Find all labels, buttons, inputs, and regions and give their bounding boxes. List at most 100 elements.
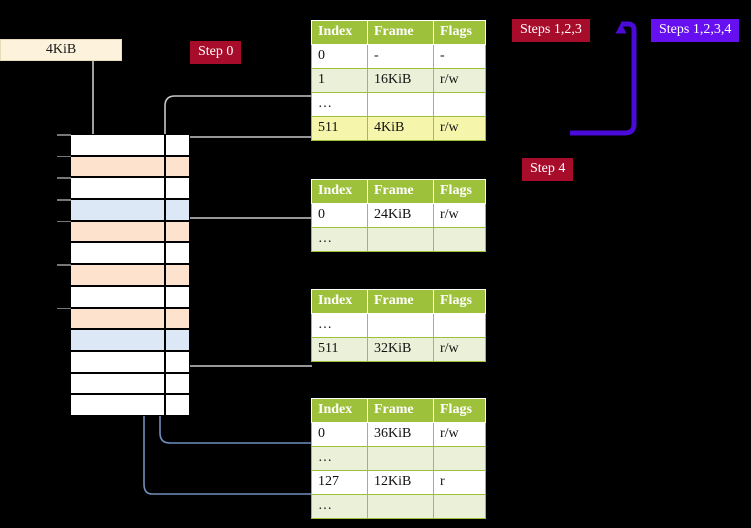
memory-row-0 xyxy=(70,134,190,156)
pml4-table-r1-c2: r/w xyxy=(433,68,486,93)
memory-row-12 xyxy=(70,394,190,416)
memory-row-2 xyxy=(70,177,190,200)
table-pt-th-flags: Flags xyxy=(433,398,486,423)
pml4-table-r0-c1: - xyxy=(367,44,434,69)
memory-row-tick-2 xyxy=(57,177,71,179)
table-pt-th-frame: Frame xyxy=(367,398,434,423)
pd-table-r0-c2 xyxy=(433,313,486,338)
pml4-table-r3-c0: 511 xyxy=(311,116,368,141)
pt-table-r1-c2 xyxy=(433,446,486,471)
pt-table-r0-c1: 36KiB xyxy=(367,422,434,447)
table-pdp-header-row: Index Frame Flags xyxy=(311,179,486,204)
pml4-table-r2-c1 xyxy=(367,92,434,117)
pt-table-r3-c0: … xyxy=(311,494,368,519)
badge-step-0-label: Step 0 xyxy=(198,44,234,59)
table-pd-th-index: Index xyxy=(311,289,368,314)
table-pml4-th-index: Index xyxy=(311,20,368,45)
memory-row-8 xyxy=(70,307,190,330)
pml4-table-r3-c1: 4KiB xyxy=(367,116,434,141)
memory-row-10 xyxy=(70,350,190,373)
pd-table-r1-c0: 511 xyxy=(311,337,368,362)
pdp-table-r1-c0: … xyxy=(311,227,368,252)
pt-table-r3-c1 xyxy=(367,494,434,519)
badge-step-4-label: Step 4 xyxy=(530,161,566,176)
pt-table-r1-c1 xyxy=(367,446,434,471)
memory-row-11 xyxy=(70,372,190,395)
memory-row-4 xyxy=(70,220,190,243)
table-pdp-th-index: Index xyxy=(311,179,368,204)
pt-table-r2-c0: 127 xyxy=(311,470,368,495)
pt-table-r2-c1: 12KiB xyxy=(367,470,434,495)
memory-row-6 xyxy=(70,264,190,286)
badge-steps-123-label: Steps 1,2,3 xyxy=(520,22,582,37)
badge-steps-123: Steps 1,2,3 xyxy=(512,19,590,42)
memory-frame-label: 4KiB xyxy=(45,42,77,57)
table-row: … xyxy=(311,446,486,471)
memory-row-1 xyxy=(70,155,190,178)
table-pt-th-index: Index xyxy=(311,398,368,423)
pt-table-r1-c0: … xyxy=(311,446,368,471)
memory-row-tick-4 xyxy=(57,220,71,223)
table-pd-th-flags: Flags xyxy=(433,289,486,314)
pdp-table-r1-c1 xyxy=(367,227,434,252)
pdp-table-r0-c0: 0 xyxy=(311,203,368,228)
pml4-table-r1-c0: 1 xyxy=(311,68,368,93)
table-row: … xyxy=(311,227,486,252)
badge-step-0: Step 0 xyxy=(190,41,242,64)
table-pdp-th-frame: Frame xyxy=(367,179,434,204)
table-pd-th-frame: Frame xyxy=(367,289,434,314)
pdp-table-r1-c2 xyxy=(433,227,486,252)
pd-table-r0-c1 xyxy=(367,313,434,338)
grid-column-divider xyxy=(164,134,166,416)
pt-table-r3-c2 xyxy=(433,494,486,519)
table-pd-header-row: Index Frame Flags xyxy=(311,289,486,314)
badge-step-4: Step 4 xyxy=(522,158,574,181)
table-pt-header-row: Index Frame Flags xyxy=(311,398,486,423)
pd-table-r1-c1: 32KiB xyxy=(367,337,434,362)
pd-table-r1-c2: r/w xyxy=(433,337,486,362)
badge-steps-1234: Steps 1,2,3,4 xyxy=(651,19,740,42)
memory-row-9 xyxy=(70,329,190,351)
pdp-table-r0-c1: 24KiB xyxy=(367,203,434,228)
memory-row-tick-1 xyxy=(57,155,71,158)
memory-row-7 xyxy=(70,285,190,308)
badge-steps-1234-label: Steps 1,2,3,4 xyxy=(659,22,732,37)
pd-table-r0-c0: … xyxy=(311,313,368,338)
memory-frame-4kib: 4KiB xyxy=(0,39,122,61)
table-pdp-th-flags: Flags xyxy=(433,179,486,204)
table-row: … xyxy=(311,494,486,519)
memory-row-5 xyxy=(70,242,190,265)
pt-table-r0-c0: 0 xyxy=(311,422,368,447)
pt-table-r0-c2: r/w xyxy=(433,422,486,447)
table-pml4-th-flags: Flags xyxy=(433,20,486,45)
pml4-table-r2-c0: … xyxy=(311,92,368,117)
table-pml4-th-frame: Frame xyxy=(367,20,434,45)
pml4-table-r2-c2 xyxy=(433,92,486,117)
pt-table-r2-c2: r xyxy=(433,470,486,495)
pml4-table-r3-c2: r/w xyxy=(433,116,486,141)
pdp-table-r0-c2: r/w xyxy=(433,203,486,228)
table-pml4-header-row: Index Frame Flags xyxy=(311,20,486,45)
pml4-table-r0-c0: 0 xyxy=(311,44,368,69)
physical-memory-grid xyxy=(70,134,190,416)
table-row: … xyxy=(311,92,486,117)
table-row: 0-- xyxy=(311,44,486,69)
pml4-table-r0-c2: - xyxy=(433,44,486,69)
memory-row-3 xyxy=(70,199,190,221)
pml4-table-r1-c1: 16KiB xyxy=(367,68,434,93)
table-row: … xyxy=(311,313,486,338)
